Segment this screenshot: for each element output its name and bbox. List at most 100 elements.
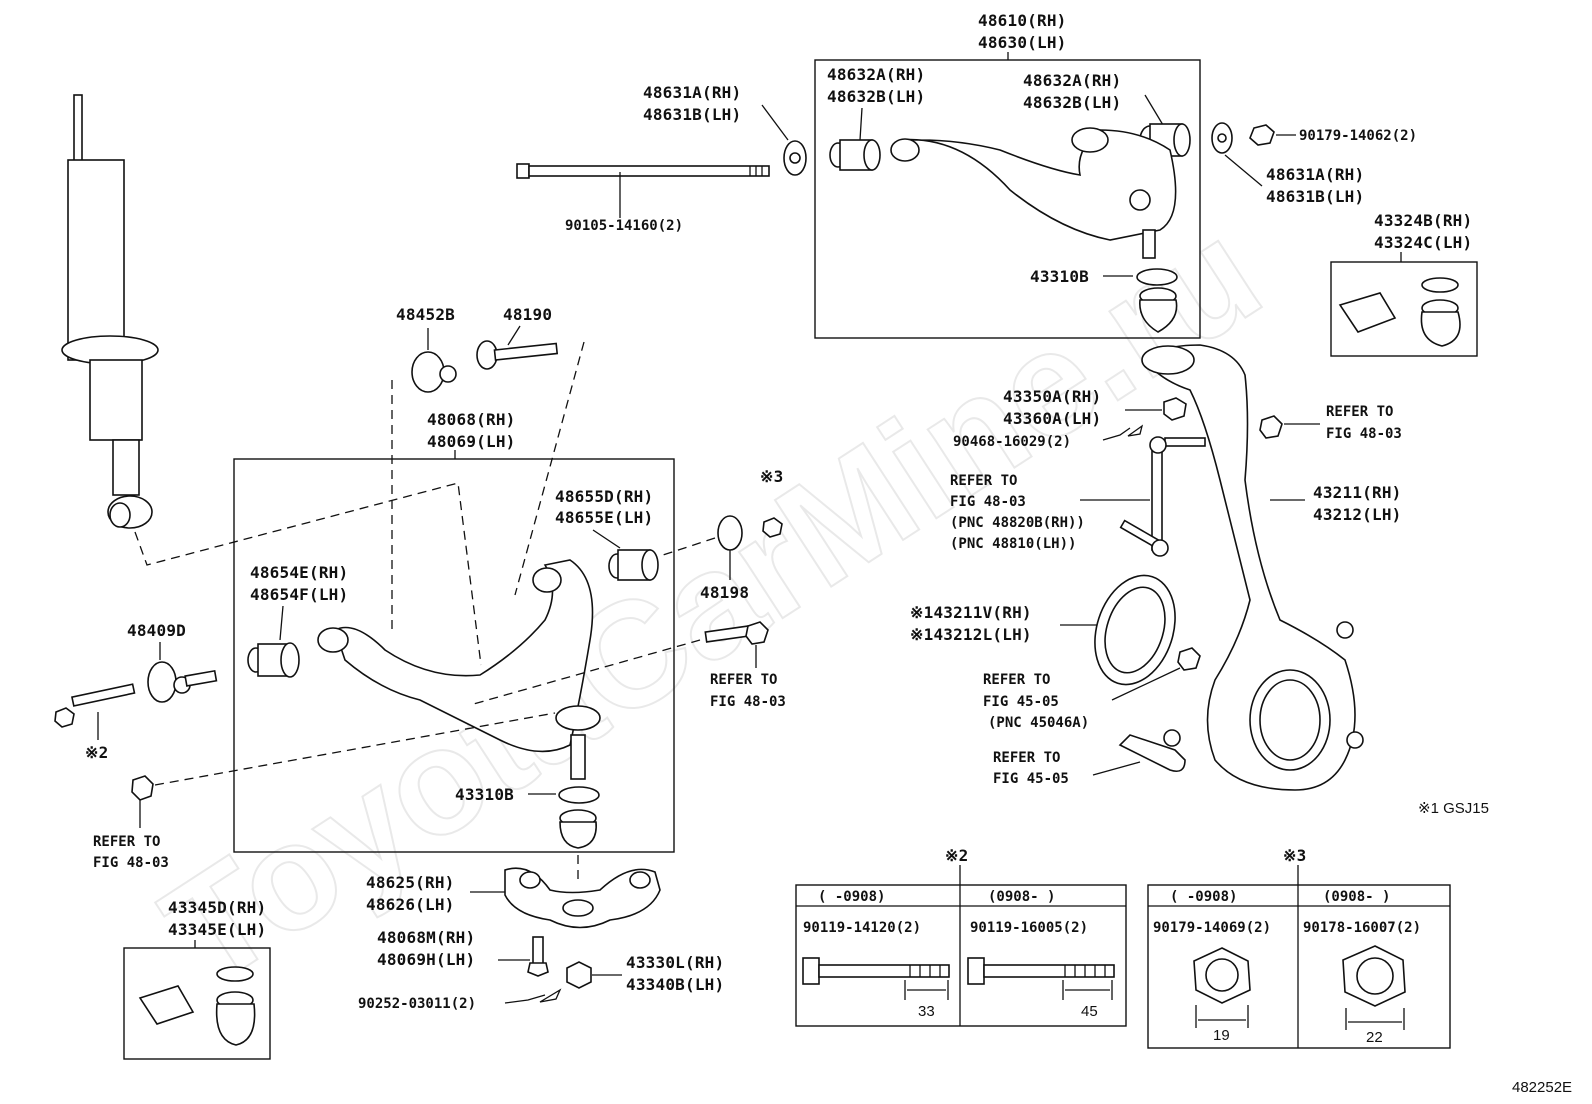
label-upper-bush-left: 48632A(RH) (827, 65, 925, 84)
hub-nut-icon (1177, 647, 1201, 671)
label-lower-ring: 43310B (455, 785, 514, 804)
label-refer-bolt-fig: FIG 48-03 (710, 694, 786, 710)
cam-bolt-icon (476, 340, 559, 370)
label-mark3: ※3 (760, 467, 783, 486)
label-cam-bolt: 48190 (503, 305, 552, 324)
table3-col1-part: 90179-14069(2) (1153, 920, 1271, 936)
table2-col2-dim: 45 (1081, 1003, 1098, 1020)
label-lower-arm: 48068(RH) (427, 410, 516, 429)
label-refer-stabilizer-pnc2: (PNC 48810(LH)) (950, 536, 1076, 552)
label-refer-hub: REFER TO (983, 672, 1050, 688)
label-lower-boot-kit-lh: 43345E(LH) (168, 920, 266, 939)
label-dust-deflector-lh: ※143212L(LH) (910, 625, 1032, 644)
label-upper-cam-left-lh: 48631B(LH) (643, 105, 741, 124)
table2-col2-part: 90119-16005(2) (970, 920, 1088, 936)
label-upper-boot-kit: 43324B(RH) (1374, 211, 1472, 230)
lower-bolt-icon (704, 621, 769, 645)
table2-mark: ※2 (945, 846, 968, 865)
table2 (795, 884, 1127, 1027)
label-upper-bush-right-lh: 48632B(LH) (1023, 93, 1121, 112)
grease-pack-icon (1338, 292, 1397, 333)
table3-mark: ※3 (1283, 846, 1306, 865)
label-refer-hub-fig: FIG 45-05 (983, 694, 1059, 710)
label-upper-arm-lh: 48630(LH) (978, 33, 1067, 52)
upper-boot-kit-icon (1420, 277, 1461, 347)
table3-col2-range: (0908- ) (1323, 889, 1390, 905)
lower-arm-box (233, 458, 675, 853)
knuckle-nut-icon (1259, 415, 1283, 439)
label-refer-stabilizer: REFER TO (950, 473, 1017, 489)
table2-col1-dim: 33 (918, 1003, 935, 1020)
label-refer-stabilizer-fig: FIG 48-03 (950, 494, 1026, 510)
label-upper-bush-right: 48632A(RH) (1023, 71, 1121, 90)
label-upper-arm: 48610(RH) (978, 11, 1067, 30)
upper-boot-kit-box (1330, 261, 1478, 357)
label-cotter-lower: 90252-03011(2) (358, 996, 476, 1012)
label-upper-ring: 43310B (1030, 267, 1089, 286)
long-bolt-icon (54, 683, 136, 728)
ball-joint-bolt-icon (527, 936, 549, 977)
label-ball-joint-bolt-lh: 48069H(LH) (377, 950, 475, 969)
label-cam-plate: 48452B (396, 305, 455, 324)
label-refer-knuckle-nut-fig: FIG 48-03 (1326, 426, 1402, 442)
label-knuckle: 43211(RH) (1313, 483, 1402, 502)
label-lower-arm-lh: 48069(LH) (427, 432, 516, 451)
label-cotter-upper: 90468-16029(2) (953, 434, 1071, 450)
cam-48409d-icon (147, 661, 218, 703)
label-lower-bush-front-lh: 48654F(LH) (250, 585, 348, 604)
label-ball-joint: 48625(RH) (366, 873, 455, 892)
shock-absorber-icon (61, 94, 159, 529)
washer-icon (717, 515, 743, 551)
lower-bush-rear-icon (608, 549, 659, 581)
lower-control-arm-icon (317, 559, 601, 780)
lower-bush-front-icon (247, 642, 300, 678)
label-upper-bush-left-lh: 48632B(LH) (827, 87, 925, 106)
label-refer-hub-pnc: (PNC 45046A) (988, 715, 1089, 731)
label-upper-nut: 90179-14062(2) (1299, 128, 1417, 144)
table2-col1-range: ( -0908) (818, 889, 885, 905)
label-lower-bush-rear: 48655D(RH) (555, 487, 653, 506)
label-upper-bolt: 90105-14160(2) (565, 218, 683, 234)
bolt-short-icon (802, 957, 950, 1000)
label-cam-48409d: 48409D (127, 621, 186, 640)
lower-grease-pack-icon (138, 985, 195, 1025)
cam-washer-icon (783, 140, 807, 176)
label-refer-stabilizer-pnc1: (PNC 48820B(RH)) (950, 515, 1085, 531)
label-upper-boot-kit-lh: 43324C(LH) (1374, 233, 1472, 252)
table3-col2-part: 90178-16007(2) (1303, 920, 1421, 936)
lower-ring-icon (558, 786, 600, 804)
label-lower-bush-rear-lh: 48655E(LH) (555, 508, 653, 527)
label-washer: 48198 (700, 583, 749, 602)
label-mark2: ※2 (85, 743, 108, 762)
flange-nut-large-icon (1342, 945, 1406, 1030)
castle-nut-upper-icon (1163, 397, 1187, 421)
table2-col1-part: 90119-14120(2) (803, 920, 921, 936)
stabilizer-link-icon (1119, 436, 1206, 557)
table3-col1-range: ( -0908) (1170, 889, 1237, 905)
lower-boot-kit-box (123, 947, 271, 1060)
label-refer-nut-fig: FIG 48-03 (93, 855, 169, 871)
upper-nut-icon (1249, 124, 1275, 146)
cotter-pin-lower-icon (539, 988, 562, 1003)
label-sway-nut: 43350A(RH) (1003, 387, 1101, 406)
label-ball-joint-bolt: 48068M(RH) (377, 928, 475, 947)
castle-nut-lower-icon (566, 961, 592, 989)
label-refer-tie-rod-fig: FIG 45-05 (993, 771, 1069, 787)
label-gsj15: ※1 GSJ15 (1418, 800, 1489, 817)
mark3-nut-icon (762, 517, 783, 538)
steering-knuckle-icon (1141, 344, 1364, 791)
table2-col2-range: (0908- ) (988, 889, 1055, 905)
label-ball-joint-lh: 48626(LH) (366, 895, 455, 914)
tie-rod-end-icon (1118, 729, 1186, 773)
label-refer-tie-rod: REFER TO (993, 750, 1060, 766)
label-lower-boot-kit: 43345D(RH) (168, 898, 266, 917)
label-dust-deflector: ※143211V(RH) (910, 603, 1032, 622)
ball-joint-icon (504, 867, 661, 929)
label-castle-nut: 43330L(RH) (626, 953, 724, 972)
cam-plate-icon (411, 351, 457, 393)
upper-bush-icon (829, 139, 881, 171)
lower-boot-kit-icon (215, 966, 256, 1046)
label-upper-cam-left: 48631A(RH) (643, 83, 741, 102)
label-sway-nut-lh: 43360A(LH) (1003, 409, 1101, 428)
